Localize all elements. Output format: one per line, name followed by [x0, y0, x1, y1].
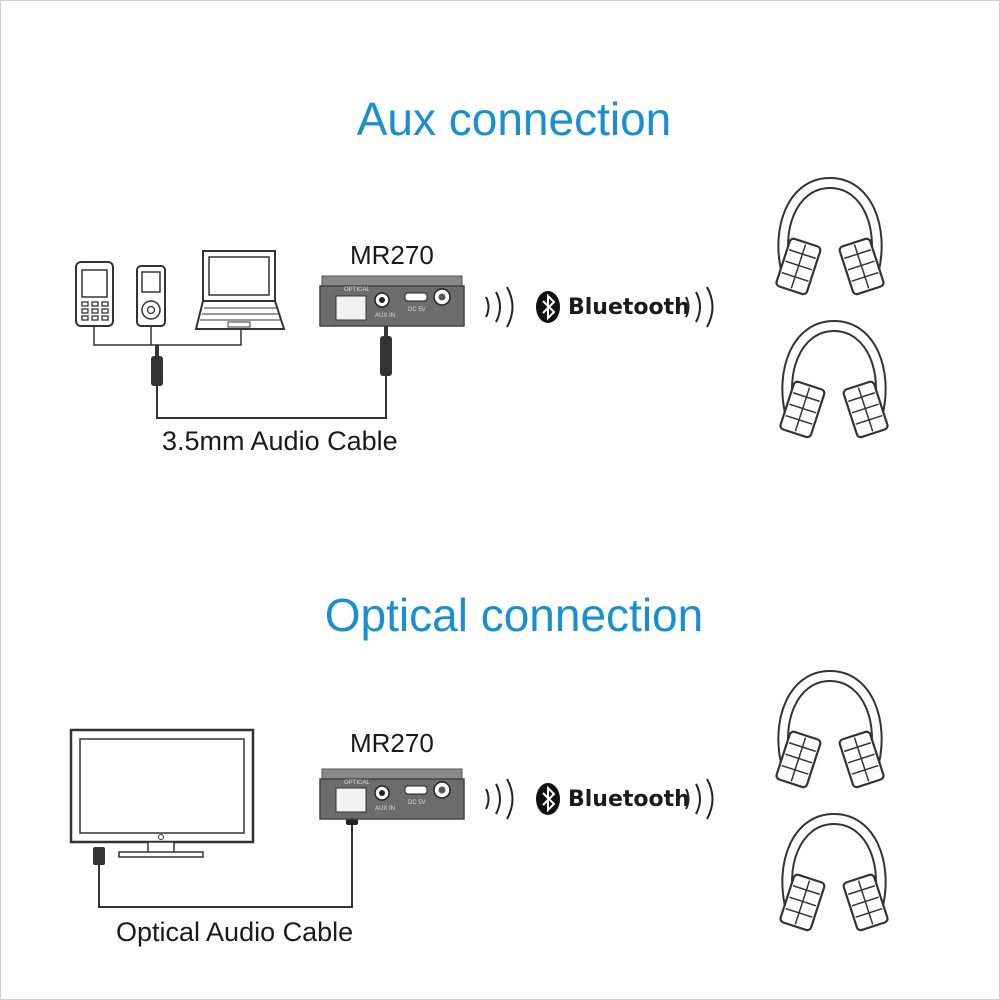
aux-device-model-label: MR270: [350, 240, 434, 270]
mp3-player-icon: [136, 265, 166, 327]
signal-waves-icon: [485, 286, 514, 328]
signal-waves-icon: [685, 778, 714, 820]
aux-cable-label: 3.5mm Audio Cable: [162, 426, 398, 456]
tv-icon: [69, 728, 255, 858]
optical-bluetooth-label: Bluetooth: [568, 787, 690, 812]
aux-connection-title: Aux connection: [356, 93, 672, 145]
headphones-icon: [778, 319, 890, 440]
mr270-transmitter-optical: OPTICAL AUX IN DC 5V: [319, 768, 465, 820]
aux-bluetooth-label: Bluetooth: [568, 295, 690, 320]
mr270-transmitter-aux: OPTICAL AUX IN DC 5V: [319, 275, 465, 327]
signal-waves-icon: [685, 286, 714, 328]
bluetooth-icon: [535, 290, 561, 324]
optical-cable-label: Optical Audio Cable: [116, 917, 354, 947]
bluetooth-icon: [535, 782, 561, 816]
aux-port-label: AUX IN: [375, 313, 395, 319]
mobile-phone-icon: [75, 261, 114, 327]
aux-cable: [151, 322, 392, 419]
optical-port-label: OPTICAL: [344, 780, 370, 786]
optical-port-label: OPTICAL: [344, 287, 370, 293]
dc-port-label: DC 5V: [408, 307, 426, 313]
laptop-icon: [194, 250, 286, 330]
headphones-icon: [774, 176, 886, 297]
dc-port-label: DC 5V: [408, 800, 426, 806]
aux-port-label: AUX IN: [375, 806, 395, 812]
optical-device-model-label: MR270: [350, 728, 434, 758]
headphones-icon: [774, 669, 886, 790]
optical-connection-title: Optical connection: [324, 589, 704, 641]
headphones-icon: [778, 812, 890, 933]
signal-waves-icon: [485, 778, 514, 820]
